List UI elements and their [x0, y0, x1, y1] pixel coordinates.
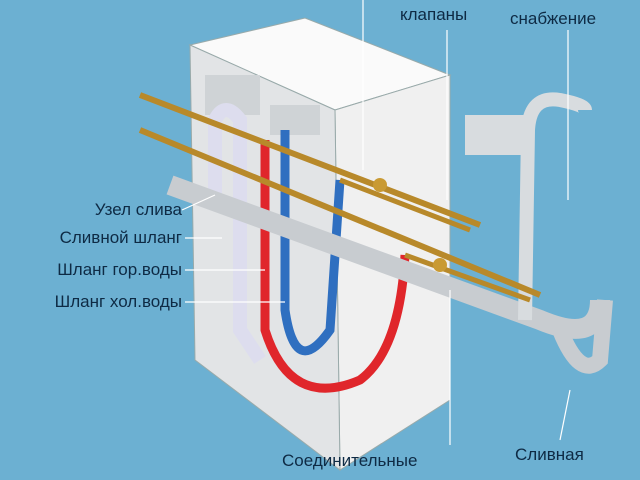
supply-riser [518, 92, 592, 321]
label-cold-hose: Шланг хол.воды [54, 292, 182, 311]
back-panel-valves [270, 105, 320, 135]
brass-pipe-lower [138, 127, 542, 298]
hot-water-hose [260, 140, 410, 393]
label-drain-unit: Узел слива [94, 200, 182, 219]
label-hot-hose: Шланг гор.воды [57, 260, 182, 279]
label-supply: снабжение [510, 9, 597, 28]
brass-branch-upper [339, 177, 471, 233]
label-drain-pipe: Сливная [515, 445, 584, 464]
valve [373, 178, 387, 192]
cold-water-hose [280, 130, 345, 356]
brass-branch-lower [404, 252, 531, 303]
valve [433, 258, 447, 272]
label-connecting: Соединительные [282, 451, 418, 470]
leader-lines [181, 0, 571, 445]
drain-hose [208, 103, 266, 364]
drain-trap [552, 299, 613, 374]
brass-pipe-upper [138, 92, 482, 228]
supply-fitting [465, 115, 525, 155]
label-drain-hose: Сливной шланг [59, 228, 182, 247]
label-valves: клапаны [400, 5, 468, 24]
